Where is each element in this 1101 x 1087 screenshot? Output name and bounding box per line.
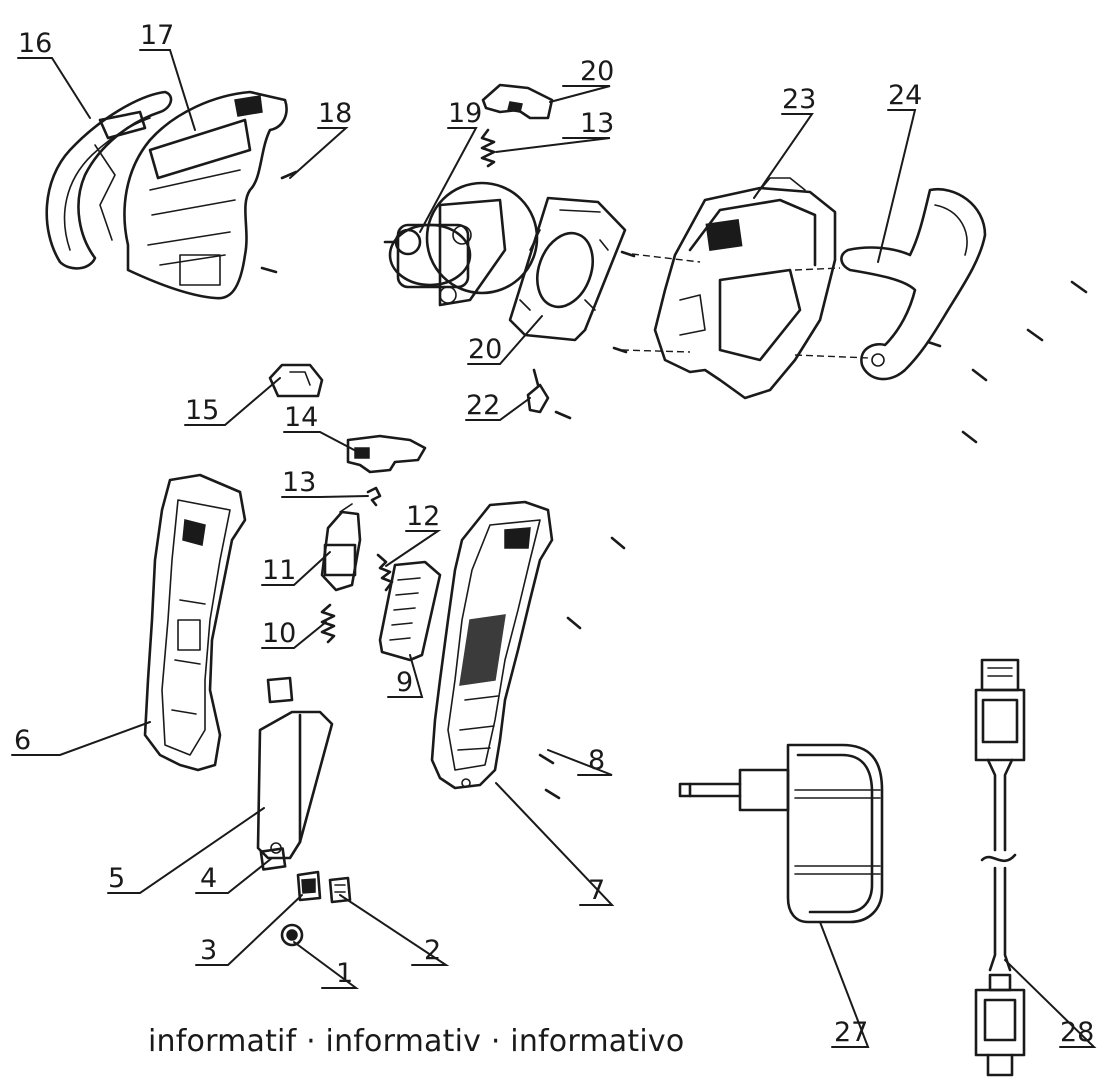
label-7: 7 bbox=[588, 875, 605, 906]
part-21-plate bbox=[508, 196, 627, 342]
label-17: 17 bbox=[140, 20, 174, 51]
leader-lines bbox=[11, 49, 1097, 1048]
screw bbox=[620, 250, 636, 258]
part-13-spring-lower bbox=[366, 486, 382, 507]
part-11-switch-body bbox=[320, 503, 362, 592]
part-22-small-part bbox=[526, 368, 572, 420]
label-15: 15 bbox=[185, 395, 219, 426]
label-10: 10 bbox=[262, 618, 296, 649]
label-14: 14 bbox=[284, 402, 318, 433]
guide-line bbox=[621, 349, 691, 353]
label-9: 9 bbox=[396, 667, 413, 698]
label-16: 16 bbox=[18, 28, 52, 59]
label-8: 8 bbox=[588, 745, 605, 776]
screws-handle bbox=[538, 536, 626, 800]
label-18: 18 bbox=[318, 98, 352, 129]
part-18-screws bbox=[260, 170, 298, 274]
label-13-upper: 13 bbox=[580, 108, 614, 139]
part-labels: 16 17 18 19 20 13 23 24 20 22 15 14 13 1… bbox=[14, 20, 1094, 1048]
label-11: 11 bbox=[262, 555, 296, 586]
part-24-rear-frame bbox=[840, 187, 987, 381]
part-17-front-housing bbox=[123, 90, 288, 300]
label-23: 23 bbox=[782, 84, 816, 115]
screws-right bbox=[926, 280, 1088, 444]
label-13-lower: 13 bbox=[282, 467, 316, 498]
guide-line bbox=[631, 253, 701, 263]
part-2-3-connectors bbox=[296, 870, 352, 904]
part-20-top-clip bbox=[481, 83, 554, 120]
part-23-rear-housing bbox=[653, 177, 837, 400]
label-1: 1 bbox=[336, 958, 353, 989]
part-19-motor bbox=[383, 181, 539, 307]
part-4-5-battery bbox=[256, 676, 334, 871]
caption-informative: informatif · informativ · informativo bbox=[148, 1024, 685, 1059]
part-14-switch bbox=[346, 434, 427, 474]
label-2: 2 bbox=[424, 935, 441, 966]
part-27-charger bbox=[678, 743, 884, 924]
label-28: 28 bbox=[1060, 1017, 1094, 1048]
guide-line bbox=[794, 354, 871, 359]
label-6: 6 bbox=[14, 725, 31, 756]
label-3: 3 bbox=[200, 935, 217, 966]
guide-line bbox=[794, 267, 841, 271]
part-1-gear bbox=[280, 923, 304, 947]
part-9-button bbox=[378, 560, 442, 662]
part-6-left-handle bbox=[143, 473, 247, 772]
screw bbox=[612, 346, 628, 354]
part-7-right-handle bbox=[430, 500, 554, 790]
label-27: 27 bbox=[834, 1017, 868, 1048]
part-28-usb-cable bbox=[974, 658, 1026, 1077]
part-16-front-frame bbox=[45, 90, 173, 270]
label-21: 20 bbox=[468, 334, 502, 365]
label-22: 22 bbox=[466, 390, 500, 421]
label-5: 5 bbox=[108, 863, 125, 894]
label-20: 20 bbox=[580, 56, 614, 87]
label-24: 24 bbox=[888, 80, 922, 111]
part-13-spring-upper bbox=[480, 128, 496, 168]
part-15-cap bbox=[268, 363, 324, 398]
part-10-spring bbox=[320, 603, 336, 644]
label-12: 12 bbox=[406, 501, 440, 532]
label-4: 4 bbox=[200, 863, 217, 894]
label-19: 19 bbox=[448, 98, 482, 129]
